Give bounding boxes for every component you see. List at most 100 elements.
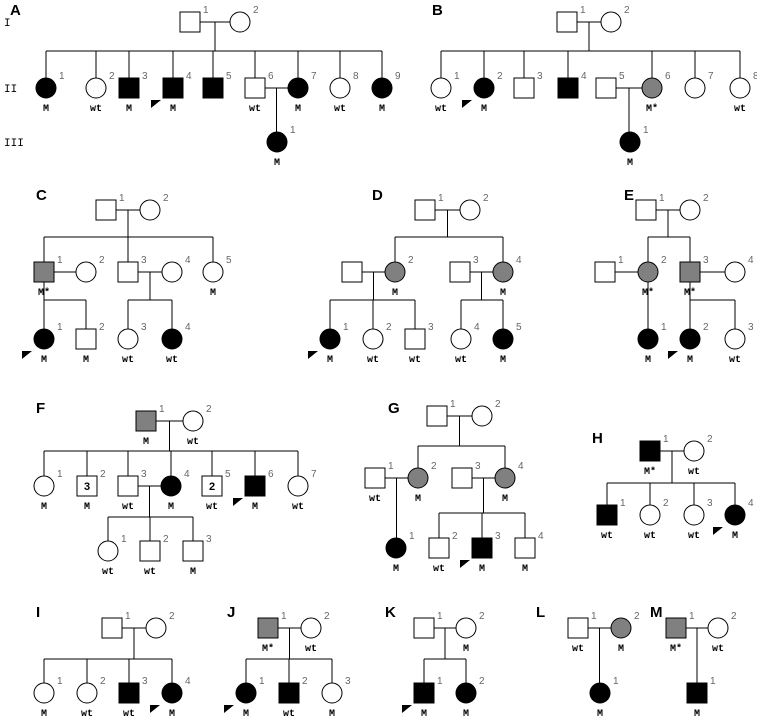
male-symbol <box>513 77 535 99</box>
female-symbol <box>600 11 622 33</box>
individual-number: 4 <box>538 531 544 542</box>
female-symbol <box>637 261 659 283</box>
male-symbol <box>639 440 661 462</box>
genotype-label: M <box>479 564 485 575</box>
individual-number: 6 <box>268 71 274 82</box>
individual-number: 2 <box>302 676 308 687</box>
female-symbol <box>145 617 167 639</box>
individual-number: 2 <box>100 676 106 687</box>
individual-number: 1 <box>437 676 443 687</box>
male-symbol <box>257 617 279 639</box>
proband-arrow-icon <box>462 100 472 108</box>
female-symbol <box>371 77 393 99</box>
genotype-label: M <box>190 567 196 578</box>
female-symbol <box>407 467 429 489</box>
female-symbol <box>329 77 351 99</box>
female-symbol <box>729 77 751 99</box>
male-symbol <box>594 261 616 283</box>
individual-number: 2 <box>408 255 414 266</box>
individual-number: 2 <box>452 531 458 542</box>
proband-arrow-icon <box>713 527 723 535</box>
genotype-label: wt <box>122 355 134 366</box>
individual-number: 8 <box>353 71 359 82</box>
male-symbol <box>244 77 266 99</box>
individual-number: 5 <box>225 469 231 480</box>
individual-number: 1 <box>620 498 626 509</box>
genotype-label: M <box>645 355 651 366</box>
female-symbol <box>287 77 309 99</box>
individual-number: 3 <box>206 534 212 545</box>
female-symbol <box>385 537 407 559</box>
female-symbol <box>610 617 632 639</box>
genotype-label: wt <box>729 355 741 366</box>
proband-arrow-icon <box>151 100 161 108</box>
male-symbol <box>665 617 687 639</box>
individual-number: 3 <box>703 255 709 266</box>
male-symbol <box>595 77 617 99</box>
female-symbol <box>724 504 746 526</box>
individual-number: 4 <box>185 676 191 687</box>
genotype-label: M <box>732 531 738 542</box>
genotype-label: wt <box>334 104 346 115</box>
genotype-label: wt <box>433 564 445 575</box>
individual-number: 1 <box>689 611 695 622</box>
individual-number: 2 <box>731 611 737 622</box>
genotype-label: wt <box>122 502 134 513</box>
genotype-label: M <box>500 288 506 299</box>
male-symbol <box>567 617 589 639</box>
male-symbol <box>118 682 140 704</box>
individual-number: 2 <box>661 255 667 266</box>
individual-number: 8 <box>753 71 757 82</box>
proband-arrow-icon <box>668 351 678 359</box>
individual-number: 2 <box>634 611 640 622</box>
genotype-label: wt <box>601 531 613 542</box>
female-symbol <box>679 199 701 221</box>
female-symbol <box>455 682 477 704</box>
male-symbol <box>278 682 300 704</box>
individual-number: 1 <box>281 611 287 622</box>
male-symbol <box>341 261 363 283</box>
genotype-label: M <box>295 104 301 115</box>
female-symbol <box>229 11 251 33</box>
panel-letter: C <box>36 187 47 204</box>
genotype-label: wt <box>369 494 381 505</box>
individual-number: 4 <box>516 255 522 266</box>
individual-number: 5 <box>516 322 522 333</box>
individual-number: 3 <box>473 255 479 266</box>
proband-arrow-icon <box>22 351 32 359</box>
genotype-label: wt <box>283 709 295 719</box>
individual-number: 1 <box>159 404 165 415</box>
female-symbol <box>637 328 659 350</box>
individual-number: 1 <box>591 611 597 622</box>
individual-number: 1 <box>659 193 665 204</box>
female-symbol <box>362 328 384 350</box>
individual-number: 1 <box>580 5 586 16</box>
female-symbol <box>430 77 452 99</box>
female-symbol <box>639 504 661 526</box>
individual-number: 4 <box>185 322 191 333</box>
individual-number: 4 <box>184 469 190 480</box>
female-symbol <box>161 682 183 704</box>
proband-arrow-icon <box>402 705 412 713</box>
individual-number: 7 <box>708 71 714 82</box>
genotype-label: wt <box>292 502 304 513</box>
individual-number: 2 <box>169 611 175 622</box>
panel-letter: E <box>624 187 634 204</box>
genotype-label: M <box>143 437 149 448</box>
individual-number: 2 <box>109 71 115 82</box>
individual-number: 2 <box>483 193 489 204</box>
female-symbol <box>619 131 641 153</box>
individual-number: 1 <box>57 322 63 333</box>
genotype-label: M <box>126 104 132 115</box>
female-symbol <box>182 410 204 432</box>
genotype-label: M* <box>646 103 658 115</box>
individual-number: 7 <box>311 469 317 480</box>
female-symbol <box>300 617 322 639</box>
individual-number: 1 <box>259 676 265 687</box>
genotype-label: M <box>274 158 280 169</box>
male-symbol <box>414 199 436 221</box>
genotype-label: M* <box>38 287 50 299</box>
genotype-label: M <box>210 288 216 299</box>
genotype-label: M <box>329 709 335 719</box>
genotype-label: M <box>243 709 249 719</box>
